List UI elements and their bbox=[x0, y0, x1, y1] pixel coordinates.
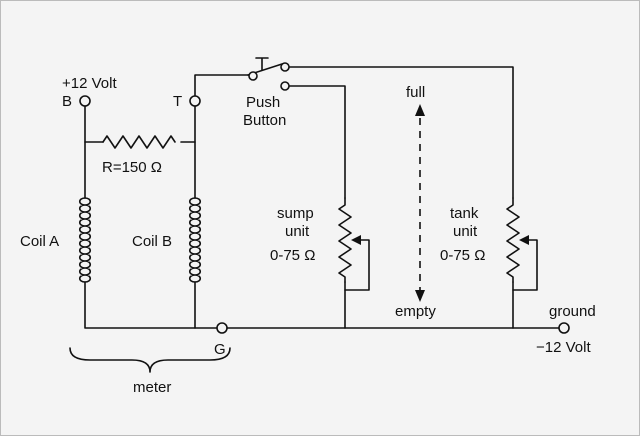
level-arrow bbox=[415, 104, 425, 302]
terminal-g-node bbox=[216, 322, 228, 334]
label-sump: sump bbox=[277, 205, 314, 222]
resistor-150 bbox=[102, 135, 176, 149]
switch-upper-contact bbox=[280, 62, 290, 72]
meter-brace bbox=[69, 347, 231, 373]
tank-wiper-arrow bbox=[519, 235, 529, 245]
label-full: full bbox=[406, 84, 425, 101]
coil-b-loops bbox=[188, 197, 202, 283]
ground-terminal-node bbox=[558, 322, 570, 334]
level-arrow-down bbox=[415, 290, 425, 302]
wire-t-up bbox=[194, 74, 249, 99]
label-resistor: R=150 Ω bbox=[102, 159, 162, 176]
wire-coil-a-bottom bbox=[84, 281, 219, 329]
terminal-b-node bbox=[79, 95, 91, 107]
coil-b-winding bbox=[188, 197, 202, 283]
terminal-t-node bbox=[189, 95, 201, 107]
label-sump-range: 0-75 Ω bbox=[270, 247, 315, 264]
coil-a-winding bbox=[78, 197, 92, 283]
switch-actuator bbox=[255, 57, 269, 71]
tank-resistor bbox=[506, 197, 520, 283]
label-terminal-t: T bbox=[173, 93, 182, 110]
tank-unit-rheostat bbox=[506, 197, 538, 291]
label-sump-unit: unit bbox=[285, 223, 310, 240]
wire-to-sump bbox=[287, 85, 346, 199]
label-supply-minus: −12 Volt bbox=[536, 339, 591, 356]
label-tank: tank bbox=[450, 205, 479, 222]
label-empty: empty bbox=[395, 303, 436, 320]
label-push: Push bbox=[246, 94, 280, 111]
label-terminal-b: B bbox=[62, 93, 72, 110]
label-terminal-g: G bbox=[214, 341, 226, 358]
sump-unit-rheostat bbox=[338, 197, 370, 291]
label-supply-plus: +12 Volt bbox=[62, 75, 117, 92]
sump-resistor bbox=[338, 197, 352, 283]
wire-to-tank bbox=[287, 66, 514, 199]
sump-wiper-arrow bbox=[351, 235, 361, 245]
switch-pivot-contact bbox=[248, 71, 258, 81]
level-arrow-up bbox=[415, 104, 425, 116]
coil-a-loops bbox=[78, 197, 92, 283]
label-coil-a: Coil A bbox=[20, 233, 59, 250]
switch-lower-contact bbox=[280, 81, 290, 91]
label-ground: ground bbox=[549, 303, 596, 320]
label-meter: meter bbox=[133, 379, 171, 396]
label-button: Button bbox=[243, 112, 286, 129]
wires bbox=[84, 66, 560, 329]
label-tank-unit: unit bbox=[453, 223, 478, 240]
sump-wiper-wire bbox=[344, 239, 370, 291]
label-tank-range: 0-75 Ω bbox=[440, 247, 485, 264]
label-coil-b: Coil B bbox=[132, 233, 172, 250]
tank-wiper-wire bbox=[512, 239, 538, 291]
